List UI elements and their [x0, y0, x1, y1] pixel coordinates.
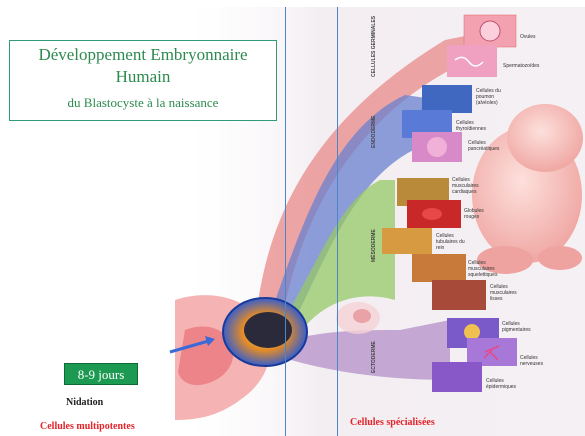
cell-label-lung: Cellules du poumon (alvéoles): [476, 88, 516, 106]
right-divider-line: [337, 7, 338, 436]
multipotent-cells-label: Cellules multipotentes: [40, 421, 135, 432]
layer-label-endoderm: ENDODERME: [371, 115, 377, 148]
sperm-image: [447, 45, 497, 77]
lung-cells-image: [422, 85, 472, 113]
left-divider-line: [285, 7, 286, 436]
cell-label-thyroid: Cellules thyroïdiennes: [456, 120, 496, 132]
cell-label-kidney: Cellules tubulaires du rein: [436, 233, 470, 251]
cell-label-epidermal: Cellules épidermiques: [486, 378, 526, 390]
stage-badge: 8-9 jours: [64, 363, 138, 385]
smooth-muscle-image: [432, 280, 486, 310]
subtitle: du Blastocyste à la naissance: [10, 95, 276, 111]
cell-label-red-blood: Globules rouges: [464, 208, 498, 220]
title-line-2: Humain: [10, 67, 276, 87]
cell-label-pancreatic: Cellules pancréatiques: [468, 140, 508, 152]
specialized-cells-label: Cellules spécialisées: [350, 417, 435, 428]
cell-label-ovules: Ovules: [520, 34, 560, 40]
cell-label-skeletal: Cellules musculaires squelettiques: [468, 260, 508, 278]
nidation-label: Nidation: [66, 397, 103, 408]
layer-label-mesoderm: MÉSODERME: [371, 229, 377, 262]
layer-label-ectoderm: ECTODERME: [371, 341, 377, 373]
nerve-cells-image: [467, 338, 517, 366]
cell-label-pigment: Cellules pigmentaires: [502, 321, 542, 333]
cell-label-cardiac: Cellules musculaires cardiaques: [452, 177, 494, 195]
layer-label-germinal: CELLULES GERMINALES: [371, 16, 377, 77]
skeletal-muscle-image: [412, 254, 466, 282]
title-box: Développement Embryonnaire Humain du Bla…: [9, 40, 277, 121]
cell-label-sperm: Spermatozoïdes: [503, 63, 563, 69]
kidney-tubular-image: [382, 228, 432, 254]
cell-label-nerve: Cellules nerveuses: [520, 355, 560, 367]
title-line-1: Développement Embryonnaire: [10, 45, 276, 65]
cell-label-smooth: Cellules musculaires lisses: [490, 284, 530, 302]
epidermal-cells-image: [432, 362, 482, 392]
blastocyst: [223, 298, 307, 366]
